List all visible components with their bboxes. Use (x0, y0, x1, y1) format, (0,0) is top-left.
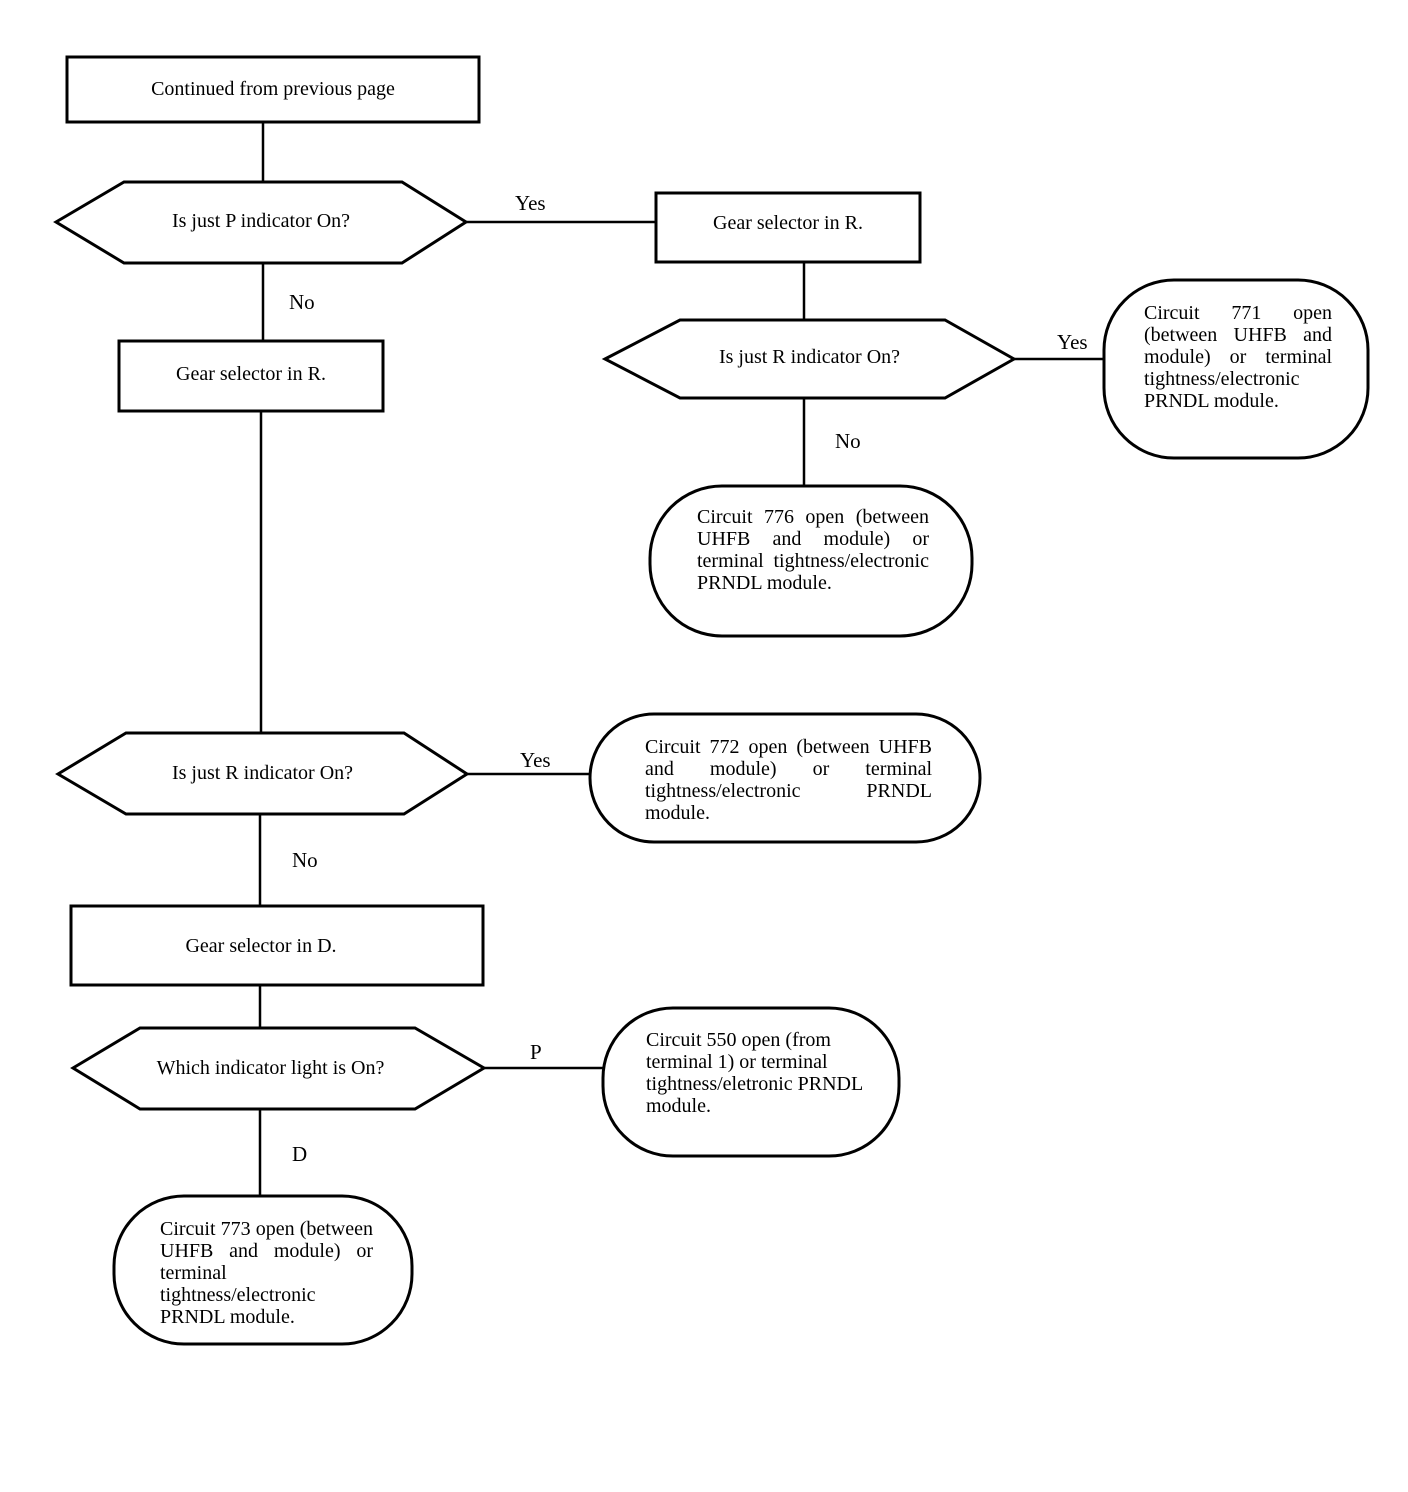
decision-p-indicator (53, 180, 469, 265)
result-772-label: Circuit 772 open (between UHFB and modul… (645, 736, 932, 824)
decision-r-indicator-left-label: Is just R indicator On? (171, 762, 354, 784)
decision-which-indicator-label: Which indicator light is On? (156, 1057, 385, 1079)
result-771-label: Circuit 771 open (between UHFB and modul… (1144, 302, 1332, 412)
result-773-label: Circuit 773 open (between UHFB and modul… (160, 1218, 373, 1328)
gear-r-left-label: Gear selector in R. (176, 363, 326, 385)
edge-label-r-left-no: No (292, 848, 318, 872)
result-550-label: Circuit 550 open (from terminal 1) or te… (646, 1029, 863, 1117)
decision-r-indicator-left (55, 731, 470, 816)
edge-label-p-yes: Yes (515, 191, 546, 215)
edge-label-r-right-yes: Yes (1057, 330, 1088, 354)
edge-label-p-no: No (289, 290, 315, 314)
gear-d-label: Gear selector in D. (185, 935, 337, 957)
start-box (65, 55, 481, 124)
result-776-box (648, 484, 974, 638)
decision-r-indicator-right (601, 318, 1018, 400)
edge-label-which-p: P (530, 1040, 542, 1064)
edge-label-which-d: D (292, 1142, 308, 1166)
gear-d-box (69, 904, 485, 987)
result-772-box (588, 712, 982, 844)
edge-label-r-right-no: No (835, 429, 861, 453)
decision-r-indicator-right-label: Is just R indicator On? (718, 346, 901, 368)
decision-p-indicator-label: Is just P indicator On? (171, 210, 351, 232)
gear-r-left-box (117, 339, 385, 413)
result-771-box (1102, 278, 1370, 460)
start-label: Continued from previous page (151, 78, 395, 100)
gear-r-right-box (654, 191, 922, 264)
gear-r-right-label: Gear selector in R. (713, 212, 863, 234)
result-776-label: Circuit 776 open (between UHFB and modul… (697, 506, 929, 594)
result-773-box (112, 1194, 414, 1346)
result-550-box (601, 1006, 901, 1158)
edge-label-r-left-yes: Yes (520, 748, 551, 772)
decision-which-indicator (70, 1026, 487, 1111)
